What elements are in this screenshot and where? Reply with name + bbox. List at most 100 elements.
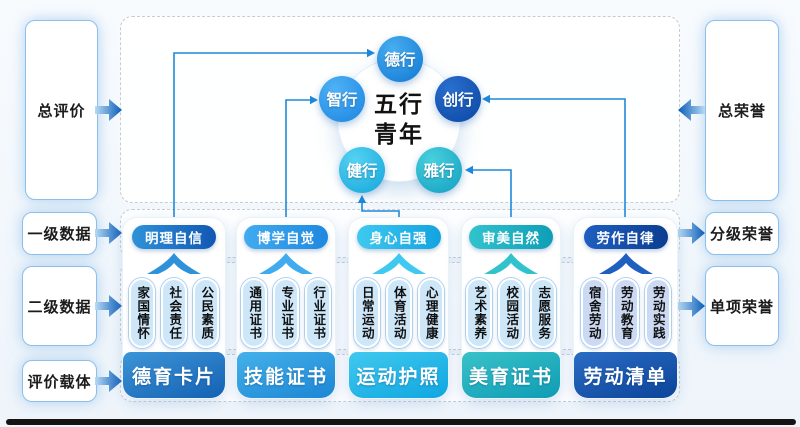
- pillar-footer: 德育卡片: [123, 352, 225, 398]
- pill-label: 劳动实践: [650, 286, 665, 340]
- data-pill: 劳动教育: [612, 278, 639, 348]
- pillar-card-art: 审美自然 艺术素养 校园活动 志愿服务 美育证书: [462, 218, 560, 398]
- arrowhead-yaxing: [465, 165, 473, 175]
- satellite-label: 创行: [442, 92, 474, 109]
- pill-label: 体育活动: [391, 286, 406, 340]
- pill-label: 社会责任: [167, 286, 182, 340]
- pillar-header: 劳作自律: [583, 225, 668, 249]
- arrow-right-icon: [678, 222, 705, 244]
- arrowhead-zhixing: [310, 95, 318, 105]
- data-pill: 体育活动: [385, 278, 412, 348]
- chevron-up-icon: [371, 253, 426, 274]
- arrow-right-icon: [678, 295, 705, 317]
- pillar-card-labor: 劳作自律 宿舍劳动 劳动教育 劳动实践 劳动清单: [574, 218, 677, 398]
- connector-to-zhixing: [285, 99, 310, 224]
- data-pill: 艺术素养: [466, 278, 492, 348]
- pill-label: 专业证书: [279, 286, 294, 340]
- satellite-yaxing: 雅行: [416, 147, 462, 193]
- data-pill: 校园活动: [498, 278, 524, 348]
- pill-label: 通用证书: [247, 286, 262, 340]
- arrowhead-jianxing: [357, 195, 367, 203]
- data-pill: 专业证书: [273, 278, 299, 348]
- chevron-up-icon: [147, 253, 201, 274]
- pill-label: 艺术素养: [472, 286, 487, 340]
- label-text: 总评价: [37, 102, 86, 120]
- hub-title-line1: 五行: [374, 91, 424, 118]
- pill-label: 宿舍劳动: [586, 286, 601, 340]
- data-pill: 心理健康: [417, 278, 444, 348]
- arrowhead-dexing: [367, 48, 375, 58]
- connector-to-dexing: [173, 52, 367, 224]
- arrow-left-icon: [678, 99, 705, 121]
- data-pill: 家国情怀: [129, 278, 155, 348]
- arrow-right-icon: [95, 99, 122, 121]
- chevron-up-icon: [598, 253, 653, 274]
- pillar-header: 审美自然: [469, 225, 553, 249]
- satellite-jianxing: 健行: [339, 147, 385, 193]
- pill-label: 公民素质: [199, 286, 214, 340]
- pill-label: 劳动教育: [618, 286, 633, 340]
- pill-label: 心理健康: [423, 286, 438, 340]
- pill-row: 艺术素养 校园活动 志愿服务: [466, 278, 556, 348]
- chevron-up-icon: [484, 253, 538, 274]
- data-pill: 日常运动: [353, 278, 380, 348]
- data-pill: 行业证书: [305, 278, 331, 348]
- data-pill: 社会责任: [161, 278, 187, 348]
- label-text: 一级数据: [27, 226, 92, 243]
- pill-row: 宿舍劳动 劳动教育 劳动实践: [580, 278, 671, 348]
- pill-label: 日常运动: [359, 286, 374, 340]
- label-individual-honor: 单项荣誉: [705, 266, 779, 346]
- pill-row: 通用证书 专业证书 行业证书: [241, 278, 331, 348]
- pillar-header: 明理自信: [132, 225, 216, 249]
- satellite-label: 德行: [384, 52, 416, 69]
- pillar-card-sport: 身心自强 日常运动 体育活动 心理健康 运动护照: [349, 218, 448, 398]
- pill-row: 日常运动 体育活动 心理健康: [353, 278, 444, 348]
- label-evaluation-carrier: 评价载体: [22, 360, 97, 402]
- satellite-chuangxing: 创行: [435, 76, 481, 122]
- data-pill: 宿舍劳动: [580, 278, 607, 348]
- data-pill: 通用证书: [241, 278, 267, 348]
- label-text: 总荣誉: [717, 103, 766, 120]
- label-level2-data: 二级数据: [22, 266, 97, 346]
- label-text: 分级荣誉: [709, 226, 774, 243]
- connector-to-jianxing: [361, 203, 400, 224]
- label-total-evaluation: 总评价: [25, 20, 98, 200]
- arrow-right-icon: [95, 222, 122, 244]
- pillar-footer: 运动护照: [349, 352, 448, 398]
- arrowhead-chuangxing: [482, 94, 490, 104]
- satellite-label: 智行: [326, 92, 358, 109]
- pillar-footer: 美育证书: [462, 352, 560, 398]
- bottom-divider-bar: [6, 419, 796, 425]
- pill-row: 家国情怀 社会责任 公民素质: [129, 278, 219, 348]
- satellite-label: 健行: [346, 163, 378, 180]
- pill-label: 行业证书: [311, 286, 326, 340]
- label-text: 评价载体: [27, 373, 92, 391]
- connector-to-chuangxing: [490, 98, 626, 224]
- label-level1-data: 一级数据: [22, 212, 97, 255]
- pill-label: 家国情怀: [135, 286, 150, 340]
- label-text: 单项荣誉: [709, 298, 774, 316]
- label-graded-honor: 分级荣誉: [705, 212, 779, 255]
- pillar-header: 博学自觉: [244, 225, 328, 249]
- pill-label: 志愿服务: [536, 286, 551, 340]
- chevron-up-icon: [259, 253, 313, 274]
- connector-to-yaxing: [473, 169, 512, 224]
- satellite-label: 雅行: [423, 163, 455, 180]
- pillar-card-moral: 明理自信 家国情怀 社会责任 公民素质 德育卡片: [123, 218, 225, 398]
- data-pill: 志愿服务: [530, 278, 556, 348]
- data-pill: 劳动实践: [644, 278, 671, 348]
- satellite-dexing: 德行: [377, 36, 423, 82]
- satellite-zhixing: 智行: [319, 76, 365, 122]
- hub-title-line2: 青年: [374, 121, 424, 147]
- pillar-header: 身心自强: [356, 225, 441, 249]
- pillar-footer: 技能证书: [237, 352, 335, 398]
- pill-label: 校园活动: [504, 286, 519, 340]
- label-total-honor: 总荣誉: [705, 20, 779, 201]
- data-pill: 公民素质: [193, 278, 219, 348]
- pillar-footer: 劳动清单: [574, 352, 677, 398]
- arrow-right-icon: [95, 370, 122, 392]
- label-text: 二级数据: [27, 298, 92, 316]
- pillar-card-skill: 博学自觉 通用证书 专业证书 行业证书 技能证书: [237, 218, 335, 398]
